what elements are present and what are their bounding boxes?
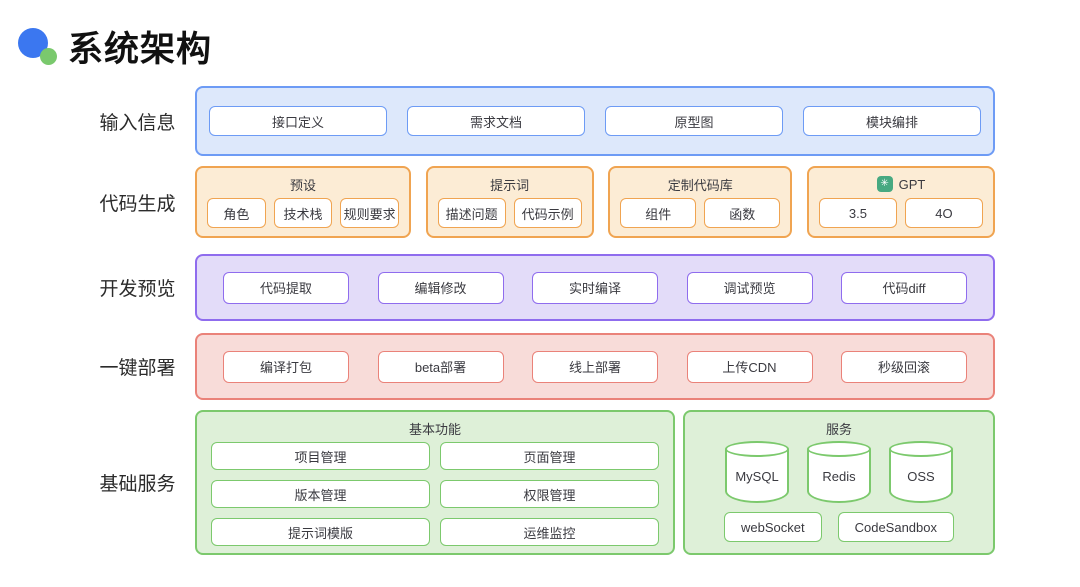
node-gpt-35: 3.5 xyxy=(818,198,897,228)
row-label-codegen: 代码生成 xyxy=(99,193,176,215)
group-custom-codebase-title: 定制代码库 xyxy=(667,177,733,193)
group-gpt-chips: 3.5 4O xyxy=(809,198,993,228)
node-prototype: 原型图 xyxy=(605,106,783,136)
row-label-base: 基础服务 xyxy=(99,474,176,495)
group-prompt-chips: 描述问题 代码示例 xyxy=(428,198,592,228)
node-rule-requirements: 规则要求 xyxy=(340,198,400,228)
row-label-input: 输入信息 xyxy=(99,112,176,134)
group-basic-features-title: 基本功能 xyxy=(408,421,461,437)
openai-icon: ✳ xyxy=(876,176,893,192)
input-panel: 接口定义 需求文档 原型图 模块编排 xyxy=(195,86,995,156)
logo-green-dot-icon xyxy=(40,48,57,65)
group-services: 服务 MySQL Redis xyxy=(683,410,995,555)
row-preview: 开发预览 代码提取 编辑修改 实时编译 调试预览 代码diff xyxy=(80,254,1080,321)
node-code-extract: 代码提取 xyxy=(223,271,349,304)
oss-database-icon: OSS xyxy=(889,441,953,503)
oss-label: OSS xyxy=(907,469,935,484)
redis-label: Redis xyxy=(822,469,856,484)
base-groups: 基本功能 项目管理 页面管理 版本管理 权限管理 提示词模版 运维监控 服务 xyxy=(195,410,995,555)
group-prompt-title: 提示词 xyxy=(490,177,530,193)
group-preset: 预设 角色 技术栈 规则要求 xyxy=(195,166,411,238)
row-label-preview: 开发预览 xyxy=(99,279,176,300)
node-describe-problem: 描述问题 xyxy=(437,198,506,228)
node-project-management: 项目管理 xyxy=(211,442,430,470)
node-component: 组件 xyxy=(620,198,697,228)
node-interface-definition: 接口定义 xyxy=(209,106,387,136)
node-permission-management: 权限管理 xyxy=(440,480,659,508)
group-custom-codebase: 定制代码库 组件 函数 xyxy=(608,166,793,238)
node-code-diff: 代码diff xyxy=(841,271,967,304)
node-edit-modify: 编辑修改 xyxy=(377,271,504,304)
node-online-deploy: 线上部署 xyxy=(532,350,658,383)
database-row: MySQL Redis OSS xyxy=(685,441,993,503)
row-base-services: 基础服务 基本功能 项目管理 页面管理 版本管理 权限管理 提示词模版 运维监控… xyxy=(80,410,1080,555)
redis-database-icon: Redis xyxy=(807,441,871,503)
group-gpt: ✳ GPT 3.5 4O xyxy=(806,166,995,238)
node-codesandbox: CodeSandbox xyxy=(837,512,954,542)
page-title: 系统架构 xyxy=(68,29,213,69)
preview-panel: 代码提取 编辑修改 实时编译 调试预览 代码diff xyxy=(195,254,995,321)
node-code-example: 代码示例 xyxy=(513,198,582,228)
row-label-deploy: 一键部署 xyxy=(99,358,176,379)
node-requirement-doc: 需求文档 xyxy=(407,106,585,136)
logo-icon xyxy=(16,20,68,72)
service-chip-row: webSocket CodeSandbox xyxy=(685,512,993,542)
node-function: 函数 xyxy=(704,198,781,228)
node-version-management: 版本管理 xyxy=(211,480,430,508)
node-module-arrangement: 模块编排 xyxy=(803,106,981,136)
page-header: 系统架构 xyxy=(0,0,1080,76)
node-prompt-template: 提示词模版 xyxy=(211,518,430,546)
node-websocket: webSocket xyxy=(724,512,822,542)
group-preset-chips: 角色 技术栈 规则要求 xyxy=(197,198,409,228)
group-preset-title: 预设 xyxy=(289,177,316,193)
group-basic-features: 基本功能 项目管理 页面管理 版本管理 权限管理 提示词模版 运维监控 xyxy=(195,410,675,555)
architecture-diagram: 输入信息 接口定义 需求文档 原型图 模块编排 代码生成 预设 角色 技术栈 规… xyxy=(0,86,1080,555)
node-upload-cdn: 上传CDN xyxy=(686,350,813,383)
node-role: 角色 xyxy=(207,198,266,228)
deploy-panel: 编译打包 beta部署 线上部署 上传CDN 秒级回滚 xyxy=(195,333,995,400)
group-services-title: 服务 xyxy=(825,421,852,437)
row-deploy: 一键部署 编译打包 beta部署 线上部署 上传CDN 秒级回滚 xyxy=(80,333,1080,400)
node-realtime-compile: 实时编译 xyxy=(532,271,658,304)
group-prompt: 提示词 描述问题 代码示例 xyxy=(425,166,594,238)
node-second-rollback: 秒级回滚 xyxy=(841,350,967,383)
node-debug-preview: 调试预览 xyxy=(686,271,813,304)
group-gpt-title-text: GPT xyxy=(898,176,926,192)
node-gpt-4o: 4O xyxy=(904,198,983,228)
row-codegen: 代码生成 预设 角色 技术栈 规则要求 提示词 描述问题 代码示例 xyxy=(80,166,1080,238)
mysql-database-icon: MySQL xyxy=(725,441,789,503)
group-gpt-title: ✳ GPT xyxy=(809,175,993,193)
group-custom-codebase-chips: 组件 函数 xyxy=(610,198,790,228)
codegen-groups: 预设 角色 技术栈 规则要求 提示词 描述问题 代码示例 定制代码库 xyxy=(195,166,995,238)
node-tech-stack: 技术栈 xyxy=(273,198,333,228)
node-page-management: 页面管理 xyxy=(440,442,659,470)
mysql-label: MySQL xyxy=(735,469,779,484)
node-compile-package: 编译打包 xyxy=(223,350,349,383)
node-ops-monitoring: 运维监控 xyxy=(440,518,659,546)
node-beta-deploy: beta部署 xyxy=(377,350,504,383)
basic-features-grid: 项目管理 页面管理 版本管理 权限管理 提示词模版 运维监控 xyxy=(197,442,673,546)
row-input: 输入信息 接口定义 需求文档 原型图 模块编排 xyxy=(80,86,1080,156)
